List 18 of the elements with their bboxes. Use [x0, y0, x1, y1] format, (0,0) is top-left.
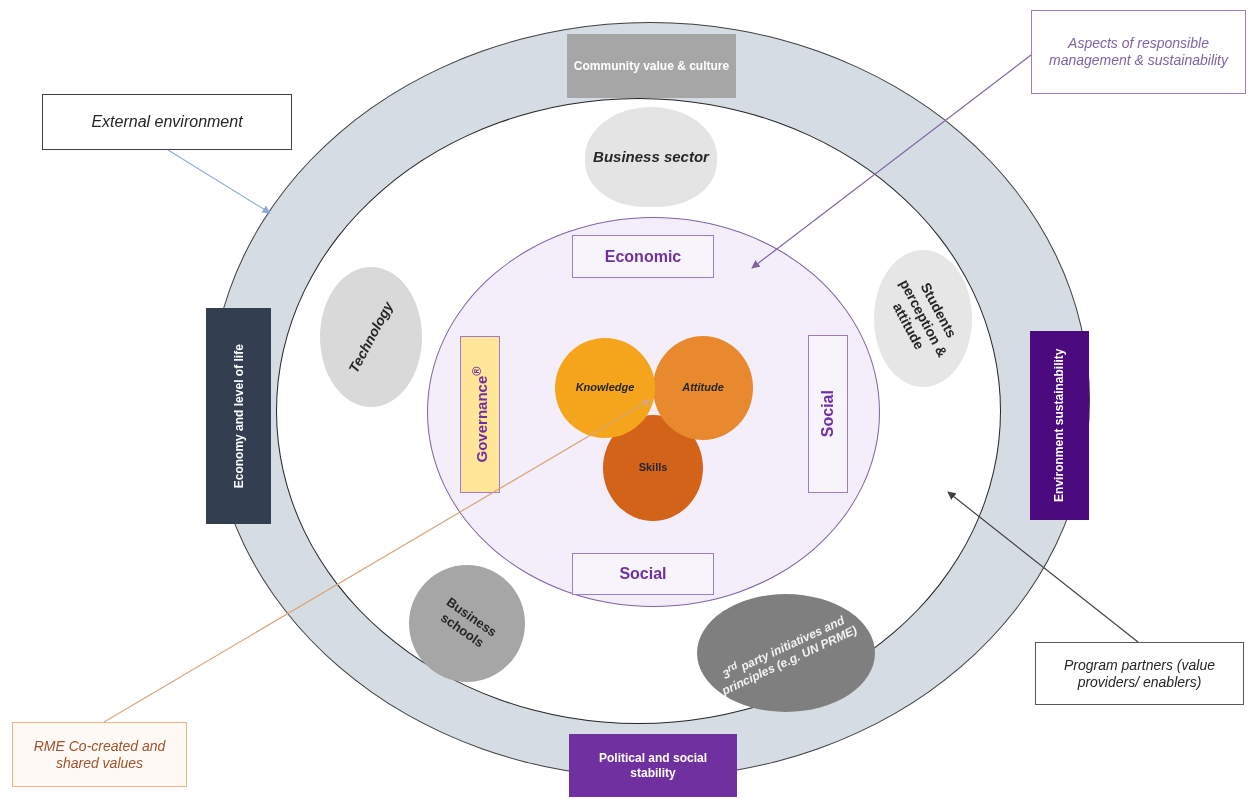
factor-box: Economy and level of life [206, 308, 271, 524]
leader-line [947, 491, 1139, 643]
callout-box: External environment [42, 94, 292, 150]
value-circle: Knowledge [555, 338, 655, 438]
aspect-box: Social [808, 335, 848, 493]
leader-line [751, 54, 1032, 269]
speech-bubble: Business sector [585, 107, 717, 207]
factor-box: Community value & culture [567, 34, 736, 98]
aspect-box: Economic [572, 235, 714, 278]
value-circle: Attitude [653, 336, 753, 440]
leader-line [167, 149, 271, 214]
callout-box: Aspects of responsible management & sustainability [1031, 10, 1246, 94]
aspect-box: Social [572, 553, 714, 595]
callout-box: RME Co-created and shared values [12, 722, 187, 787]
factor-box: Environment sustainability [1030, 331, 1089, 520]
callout-box: Program partners (value providers/ enablers) [1035, 642, 1244, 705]
factor-box: Political and social stability [569, 734, 737, 797]
leader-line [103, 399, 651, 723]
